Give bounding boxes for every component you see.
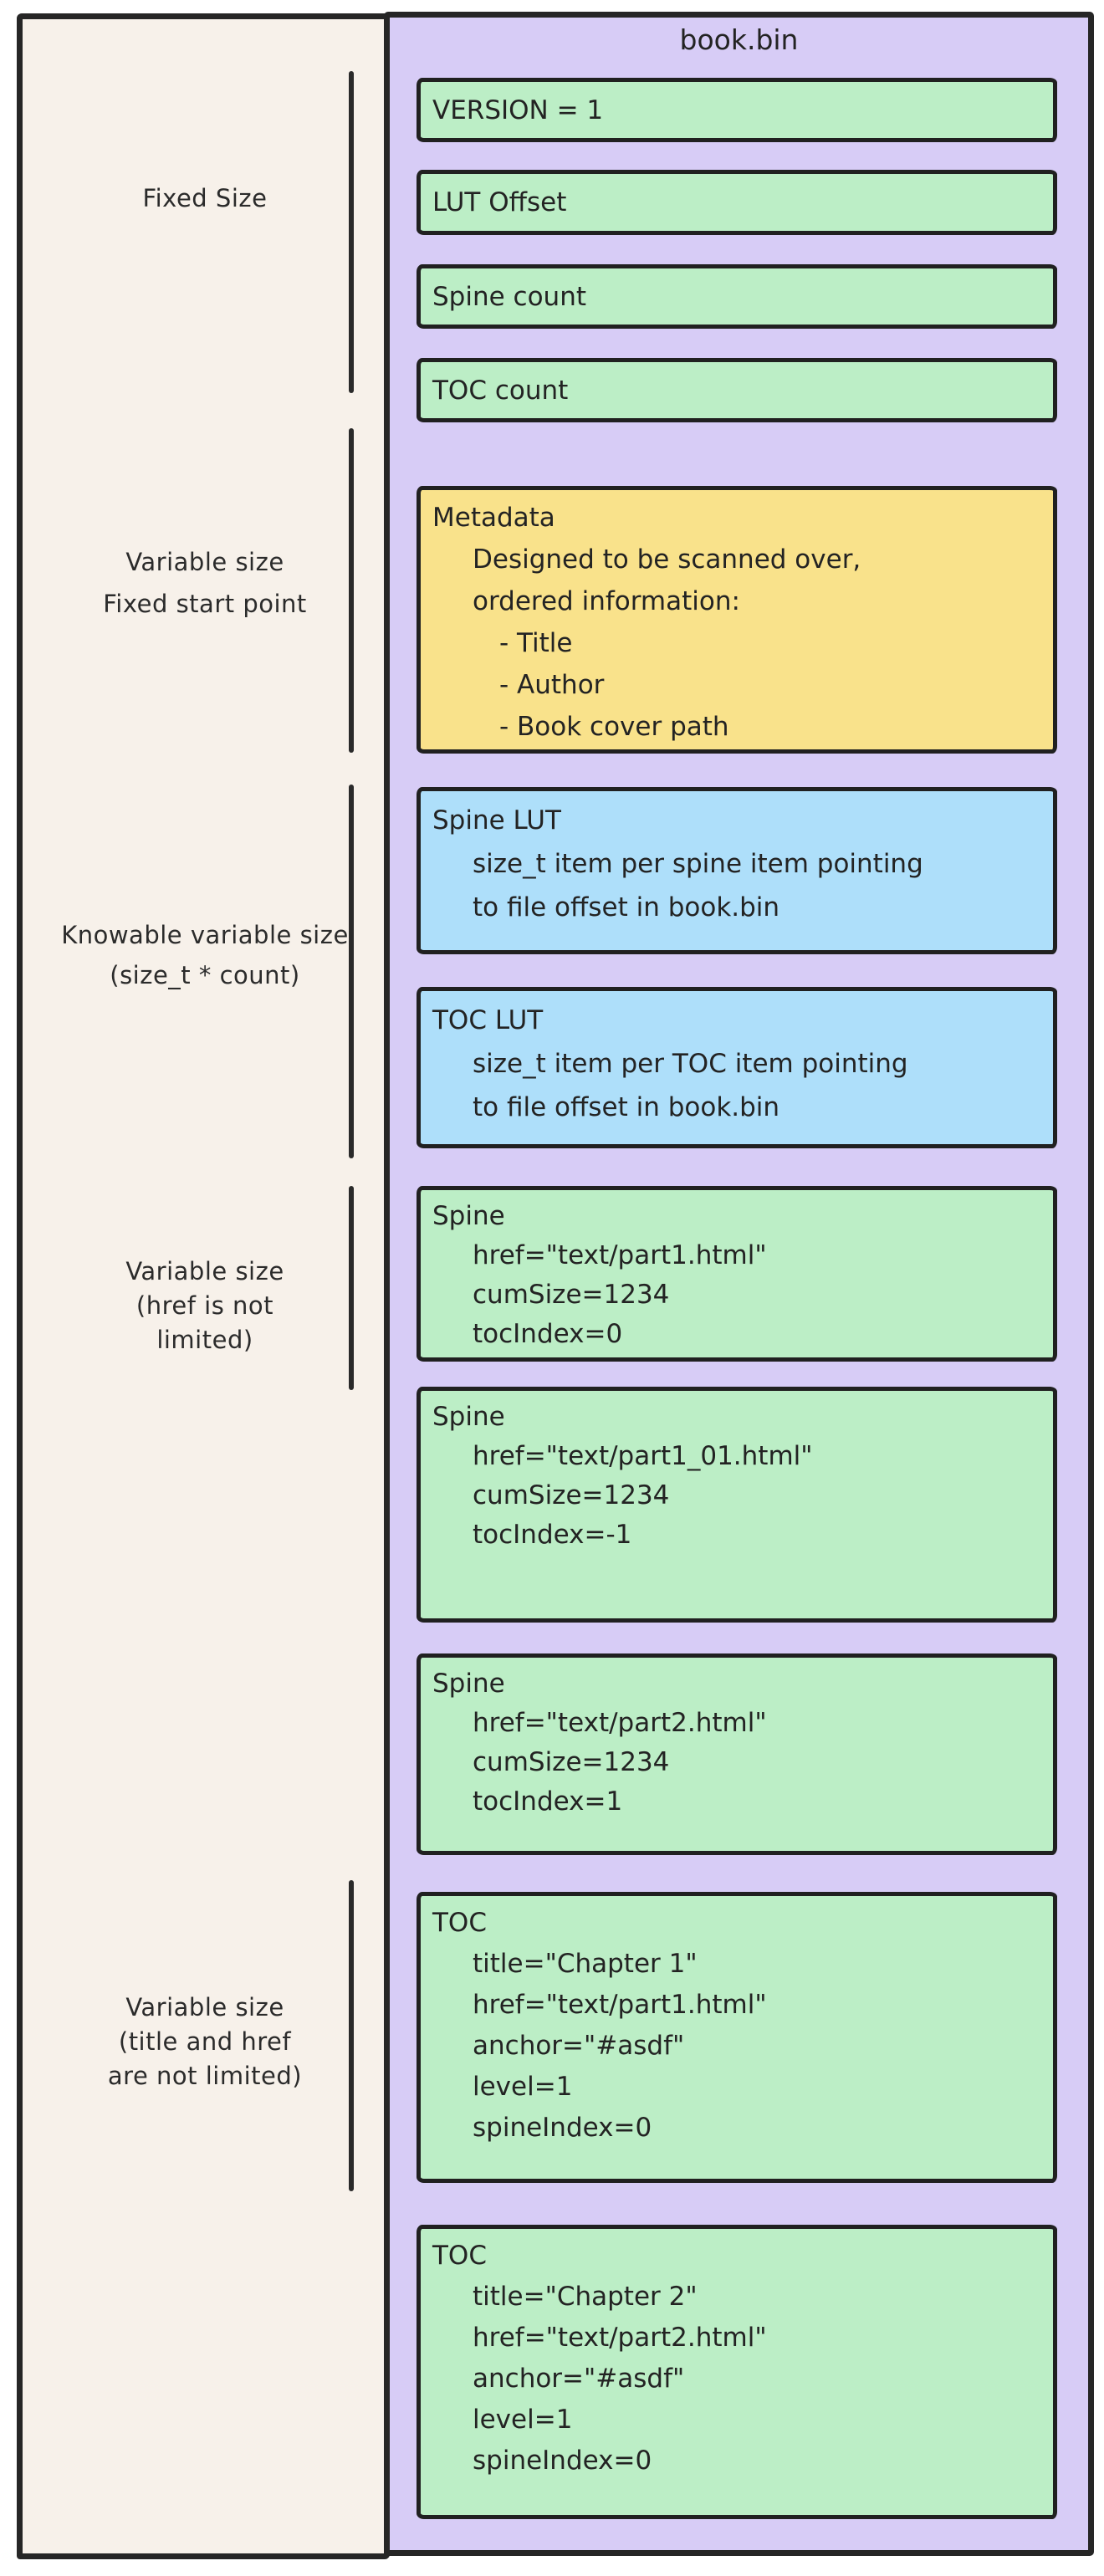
box-text: spineIndex=0 bbox=[473, 2446, 652, 2476]
label-line: Variable size bbox=[125, 1257, 284, 1285]
label-line: (title and href bbox=[118, 2027, 292, 2056]
label-line: (href is not bbox=[135, 1291, 274, 1320]
label-variable-size-href: Variable size (href is not limited) bbox=[46, 1255, 364, 1357]
box-text: VERSION = 1 bbox=[432, 95, 604, 125]
box-text: TOC count bbox=[432, 376, 569, 406]
box-text: LUT Offset bbox=[432, 187, 567, 217]
label-variable-size-title-href: Variable size (title and href are not li… bbox=[46, 1991, 364, 2093]
bracket-line-toc bbox=[349, 1880, 354, 2191]
field-box-toc-2: TOC title="Chapter 2" href="text/part2.h… bbox=[417, 2225, 1057, 2519]
box-text: href="text/part2.html" bbox=[473, 2323, 767, 2353]
box-text: href="text/part1.html" bbox=[473, 1240, 767, 1270]
label-line: (size_t * count) bbox=[110, 961, 300, 989]
box-text: href="text/part1.html" bbox=[473, 1990, 767, 2020]
label-line: Fixed start point bbox=[103, 590, 307, 618]
box-text: title="Chapter 1" bbox=[473, 1949, 698, 1979]
box-text: Designed to be scanned over, bbox=[473, 544, 861, 575]
box-text: - Author bbox=[499, 670, 605, 700]
box-text: Spine bbox=[432, 1201, 505, 1231]
box-text: to file offset in book.bin bbox=[473, 1092, 780, 1122]
box-text: Spine LUT bbox=[432, 805, 561, 836]
box-text: Spine bbox=[432, 1669, 505, 1699]
box-text: size_t item per TOC item pointing bbox=[473, 1049, 908, 1079]
field-box-toc-1: TOC title="Chapter 1" href="text/part1.h… bbox=[417, 1892, 1057, 2183]
box-text: anchor="#asdf" bbox=[473, 2364, 685, 2394]
box-text: - Title bbox=[499, 628, 573, 658]
field-box-version: VERSION = 1 bbox=[417, 78, 1057, 142]
field-box-spine-count: Spine count bbox=[417, 264, 1057, 329]
diagram-title: book.bin bbox=[679, 23, 799, 56]
box-text: cumSize=1234 bbox=[473, 1480, 670, 1510]
annotation-panel bbox=[17, 13, 390, 2559]
box-text: to file offset in book.bin bbox=[473, 892, 780, 923]
box-text: Spine count bbox=[432, 282, 587, 312]
box-text: - Book cover path bbox=[499, 712, 729, 742]
box-text: spineIndex=0 bbox=[473, 2113, 652, 2143]
box-text: href="text/part1_01.html" bbox=[473, 1441, 813, 1471]
label-line: limited) bbox=[156, 1326, 253, 1354]
field-box-toc-lut: TOC LUT size_t item per TOC item pointin… bbox=[417, 987, 1057, 1148]
field-box-spine-2: Spine href="text/part1_01.html" cumSize=… bbox=[417, 1387, 1057, 1623]
field-box-metadata: Metadata Designed to be scanned over, or… bbox=[417, 486, 1057, 754]
box-text: ordered information: bbox=[473, 586, 740, 616]
box-text: title="Chapter 2" bbox=[473, 2282, 698, 2312]
label-line: Variable size bbox=[125, 548, 284, 576]
label-line: are not limited) bbox=[107, 2062, 303, 2090]
field-box-spine-3: Spine href="text/part2.html" cumSize=123… bbox=[417, 1653, 1057, 1855]
box-text: TOC bbox=[432, 2241, 487, 2271]
label-variable-size-fixed-start: Variable size Fixed start point bbox=[46, 541, 364, 625]
field-box-toc-count: TOC count bbox=[417, 358, 1057, 422]
field-box-spine-1: Spine href="text/part1.html" cumSize=123… bbox=[417, 1186, 1057, 1362]
box-text: cumSize=1234 bbox=[473, 1280, 670, 1310]
box-text: TOC bbox=[432, 1908, 487, 1938]
bracket-line-spine bbox=[349, 1186, 354, 1390]
box-text: Metadata bbox=[432, 503, 555, 533]
box-text: size_t item per spine item pointing bbox=[473, 849, 923, 879]
bracket-line-metadata bbox=[349, 428, 354, 753]
box-text: tocIndex=1 bbox=[473, 1786, 623, 1817]
box-text: level=1 bbox=[473, 2405, 573, 2435]
box-text: tocIndex=-1 bbox=[473, 1520, 632, 1550]
box-text: TOC LUT bbox=[432, 1005, 544, 1035]
box-text: tocIndex=0 bbox=[473, 1319, 623, 1349]
bracket-line-luts bbox=[349, 785, 354, 1158]
label-line: Variable size bbox=[125, 1993, 284, 2021]
label-knowable-variable-size: Knowable variable size (size_t * count) bbox=[46, 915, 364, 995]
box-text: Spine bbox=[432, 1402, 505, 1432]
field-box-lut-offset: LUT Offset bbox=[417, 170, 1057, 235]
bracket-line-fixed-size bbox=[349, 71, 354, 393]
field-box-spine-lut: Spine LUT size_t item per spine item poi… bbox=[417, 787, 1057, 954]
label-fixed-size: Fixed Size bbox=[46, 177, 364, 219]
box-text: level=1 bbox=[473, 2072, 573, 2102]
box-text: href="text/part2.html" bbox=[473, 1708, 767, 1738]
label-line: Knowable variable size bbox=[61, 921, 349, 949]
box-text: anchor="#asdf" bbox=[473, 2031, 685, 2061]
box-text: cumSize=1234 bbox=[473, 1747, 670, 1777]
label-line: Fixed Size bbox=[142, 184, 268, 212]
